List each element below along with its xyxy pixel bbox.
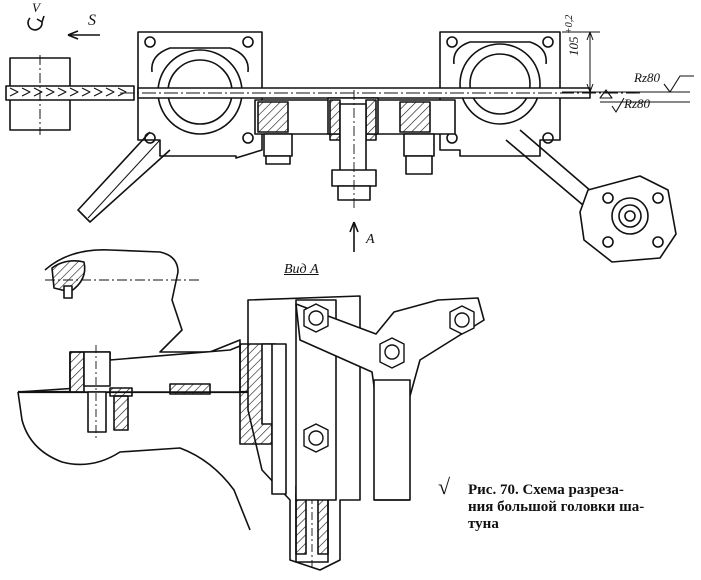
feed-arrow-icon bbox=[67, 30, 100, 40]
view-arrow-label: A bbox=[366, 232, 375, 247]
caption-line-3: туна bbox=[468, 516, 499, 532]
feed-label: S bbox=[88, 12, 96, 29]
roughness-top-label: Rz80 bbox=[634, 70, 660, 85]
saw-cutter bbox=[5, 55, 135, 135]
dimension-value: 105 bbox=[566, 36, 581, 57]
view-title: Вид А bbox=[284, 262, 319, 277]
left-rod-head bbox=[77, 31, 263, 223]
machine-frame-section bbox=[17, 249, 251, 531]
caption-line-1: Рис. 70. Схема разреза- bbox=[468, 482, 624, 498]
rotation-label: V bbox=[32, 0, 40, 15]
caption-line-2: ния большой головки ша- bbox=[468, 499, 645, 515]
view-a-fixture bbox=[239, 295, 485, 571]
dimension-105 bbox=[562, 31, 690, 103]
roughness-symbol-icon bbox=[599, 75, 694, 113]
figure-caption: √ Рис. 70. Схема разреза- ния большой го… bbox=[438, 476, 693, 533]
right-rod-head bbox=[439, 31, 677, 263]
checkmark-icon: √ bbox=[438, 474, 451, 499]
clamp-bolts bbox=[257, 90, 435, 210]
rotation-arrow-icon bbox=[27, 15, 45, 31]
dimension-tolerance: +0,2 bbox=[564, 14, 575, 34]
view-arrow-icon bbox=[349, 221, 359, 252]
roughness-bottom-label: Rz80 bbox=[624, 96, 650, 111]
